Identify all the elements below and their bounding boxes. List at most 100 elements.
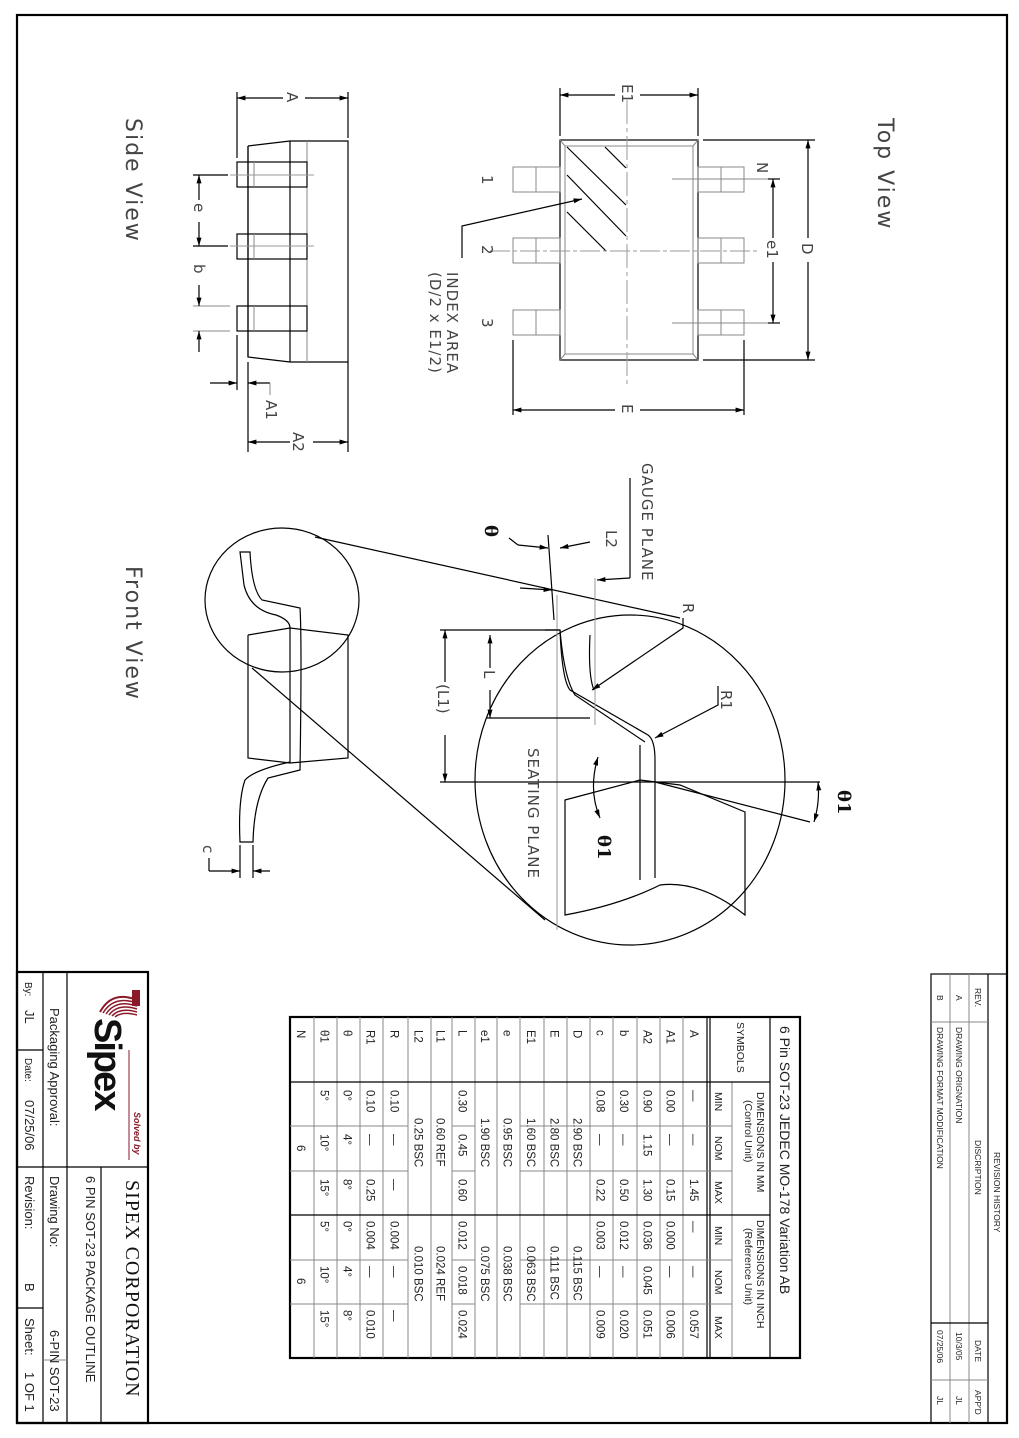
mm-cell: 0.10 <box>364 1090 376 1112</box>
inch-cell: 0.051 <box>641 1310 653 1339</box>
symbol-cell: b <box>617 1030 629 1036</box>
top-view-title: Top View <box>872 117 897 230</box>
mm-cell: — <box>687 1090 699 1102</box>
front-view: GAUGE PLANE SEATING PLANE L2 L (L1) R R1… <box>120 463 854 946</box>
by-value: JL <box>22 1010 37 1024</box>
mm-span-cell: 1.60 BSC <box>524 1118 536 1167</box>
sheet-border <box>15 13 1009 1425</box>
index-area-formula: (D/2 x E1/2) <box>426 272 444 374</box>
mm-span-cell: 2.90 BSC <box>571 1118 583 1167</box>
inch-cell: 10° <box>318 1266 330 1283</box>
symbol-cell: c <box>594 1030 606 1036</box>
inch-cell: 8° <box>341 1310 353 1321</box>
drawing-no-label: Drawing No: <box>47 1176 62 1248</box>
svg-text:B: B <box>935 995 945 1001</box>
inch-span-cell: 0.038 BSC <box>501 1246 513 1302</box>
svg-text:DRAWING ORIGNATION: DRAWING ORIGNATION <box>954 1027 964 1123</box>
inch-cell: 0.004 <box>364 1221 376 1250</box>
inch-span-cell: 0.075 BSC <box>478 1246 490 1302</box>
mm-cell: 1.30 <box>641 1179 653 1201</box>
mm-cell: 0.60 <box>456 1179 468 1201</box>
mm-cell: — <box>388 1179 400 1191</box>
revision-row: B DRAWING FORMAT MODIFICATION 07/25/06 J… <box>935 995 945 1405</box>
symbol-cell: A <box>687 1030 699 1038</box>
rev-header: REV. <box>973 988 983 1007</box>
sipex-logo: Sipex Solved by <box>86 990 142 1160</box>
symbol-cell: θ <box>341 1030 353 1036</box>
index-area-label: INDEX AREA <box>443 272 461 374</box>
label-D: D <box>798 243 816 255</box>
label-pin1: 1 <box>478 175 496 185</box>
mm-cell: 0.00 <box>664 1090 676 1112</box>
mm-cell: — <box>364 1134 376 1146</box>
revision-label: Revision: <box>22 1176 37 1229</box>
mm-span-cell: 2.80 BSC <box>548 1118 560 1167</box>
label-b: b <box>190 264 208 274</box>
inch-subheader: (Reference Unit) <box>742 1228 754 1305</box>
svg-text:NOM: NOM <box>712 1270 724 1295</box>
inch-span-cell: 0.115 BSC <box>571 1246 583 1301</box>
logo-wordmark: Sipex <box>86 1018 128 1111</box>
mm-cell: — <box>687 1134 699 1146</box>
symbol-cell: L2 <box>412 1030 424 1043</box>
mm-cell: 1.45 <box>687 1179 699 1201</box>
symbols-header: SYMBOLS <box>734 1022 746 1073</box>
revision-history-title: REVISION HISTORY <box>992 1152 1002 1233</box>
packaging-approval-label: Packaging Approval: <box>47 1008 62 1127</box>
inch-span-cell: 0.010 BSC <box>412 1246 424 1302</box>
date-header: DATE <box>973 1340 983 1362</box>
svg-text:A: A <box>954 995 964 1001</box>
label-L1: (L1) <box>434 684 452 714</box>
inch-cell: 0.018 <box>456 1266 468 1295</box>
table-body: A——1.45——0.057A10.00—0.150.000—0.006A20.… <box>294 1030 699 1339</box>
symbol-cell: R1 <box>364 1030 376 1045</box>
mm-cell: 0.90 <box>641 1090 653 1112</box>
top-view: E1 E D e1 N 1 2 3 INDEX AREA (D/2 x E1/2… <box>426 84 897 415</box>
mm-cell: — <box>594 1134 606 1146</box>
inch-cell: 4° <box>341 1266 353 1277</box>
mm-cell: 0.22 <box>594 1179 606 1201</box>
svg-text:MIN: MIN <box>712 1092 724 1111</box>
symbol-cell: e <box>501 1030 513 1036</box>
seating-plane-label: SEATING PLANE <box>524 748 542 879</box>
symbol-cell: E1 <box>524 1030 536 1044</box>
label-R: R <box>679 603 697 613</box>
svg-text:10/3/05: 10/3/05 <box>954 1332 964 1361</box>
symbol-cell: A1 <box>664 1030 676 1044</box>
inch-header: DIMENSIONS IN INCH <box>754 1220 766 1329</box>
symbol-cell: L <box>456 1030 468 1037</box>
inch-cell: 0.045 <box>641 1266 653 1295</box>
inch-cell: 0° <box>341 1221 353 1232</box>
label-E: E <box>618 404 636 413</box>
symbol-cell: A2 <box>641 1030 653 1044</box>
inch-cell: 0.036 <box>641 1221 653 1250</box>
mm-span-cell: 6 <box>294 1145 306 1151</box>
inch-cell: — <box>388 1310 400 1322</box>
inch-cell: 0.012 <box>617 1221 629 1250</box>
inch-cell: 0.012 <box>456 1221 468 1250</box>
drawing-no-value: 6-PIN SOT-23 <box>47 1330 62 1412</box>
inch-cell: 0.010 <box>364 1310 376 1339</box>
title-block: Sipex Solved by SIPEX CORPORATION 6 PIN … <box>15 970 150 1425</box>
label-e: e <box>190 203 208 212</box>
side-view: A A2 A1 e b Side View <box>120 92 349 452</box>
mm-cell: 15° <box>318 1179 330 1196</box>
label-E1: E1 <box>618 84 636 103</box>
inch-span-cell: 0.024 REF <box>434 1246 446 1301</box>
description-header: DISCRIPTION <box>973 1140 983 1195</box>
drawing-title: 6 PIN SOT-23 PACKAGE OUTLINE <box>83 1176 98 1383</box>
label-c: c <box>199 845 217 853</box>
symbol-cell: N <box>294 1030 306 1038</box>
mm-cell: 5° <box>318 1090 330 1101</box>
table-title: 6 Pin SOT-23 JEDEC MO-178 Variation AB <box>777 1026 793 1294</box>
mm-cell: — <box>617 1134 629 1146</box>
inch-cell: 0.003 <box>594 1221 606 1250</box>
by-label: By: <box>22 982 33 996</box>
package-body <box>559 139 699 361</box>
label-pin3: 3 <box>478 318 496 328</box>
inch-span-cell: 6 <box>294 1278 306 1284</box>
svg-text:MAX: MAX <box>712 1181 724 1204</box>
revision-value: B <box>22 1283 37 1292</box>
sheet-value: 1 OF 1 <box>22 1372 37 1412</box>
mm-cell: 0.50 <box>617 1179 629 1201</box>
